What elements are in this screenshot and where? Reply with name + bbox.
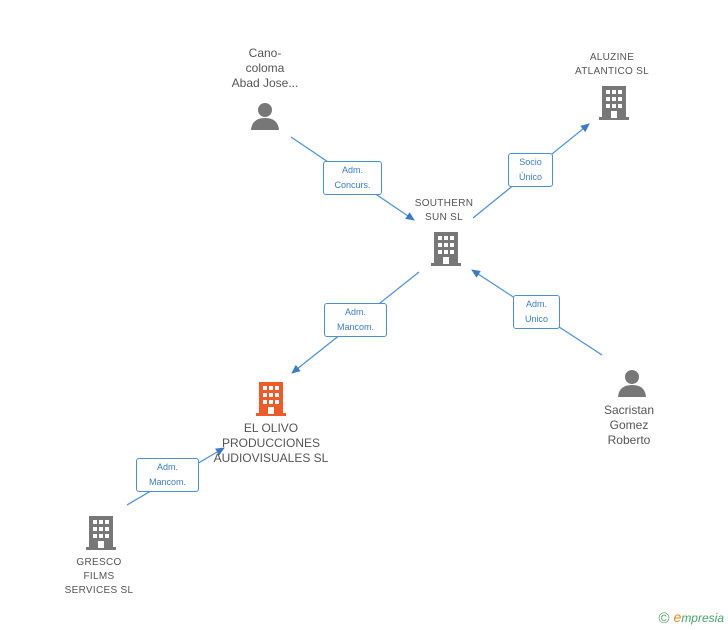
edge-label-line: Único xyxy=(518,172,542,182)
edge-label-line: Mancom. xyxy=(148,477,186,487)
node-label-sacristan[interactable]: Sacristan Gomez Roberto xyxy=(584,403,674,448)
building-icon-elolivo[interactable] xyxy=(255,382,287,416)
edge-label-line: Socio xyxy=(519,157,542,167)
edge-label-line: Adm. xyxy=(344,307,366,317)
node-label-line: ALUZINE xyxy=(589,52,635,63)
building-icon-gresco[interactable] xyxy=(85,516,117,550)
node-label-line: Gomez xyxy=(609,418,649,432)
node-label-cano[interactable]: Cano- coloma Abad Jose... xyxy=(215,46,315,91)
edge-label-gresco-elolivo[interactable]: Adm. Mancom. xyxy=(136,458,199,492)
node-label-line: EL OLIVO xyxy=(243,421,299,435)
building-icon-southern[interactable] xyxy=(430,232,462,266)
edge-label-southern-elolivo[interactable]: Adm. Mancom. xyxy=(324,303,387,337)
node-label-line: Abad Jose... xyxy=(231,76,299,90)
node-label-line: Sacristan xyxy=(603,403,655,417)
edge-label-line: Adm. xyxy=(341,165,363,175)
footer-brand: ©empresia xyxy=(658,609,724,627)
node-label-line: GRESCO xyxy=(76,557,122,568)
edge-label-line: Adm. xyxy=(525,299,547,309)
node-label-line: FILMS xyxy=(83,571,115,582)
node-label-aluzine[interactable]: ALUZINE ATLANTICO SL xyxy=(557,51,667,79)
node-label-line: PRODUCCIONES xyxy=(221,436,320,450)
edge-label-sacristan-southern[interactable]: Adm. Unico xyxy=(513,295,560,329)
edge-label-cano-southern[interactable]: Adm. Concurs. xyxy=(323,161,382,195)
edge-label-line: Adm. xyxy=(156,462,178,472)
node-label-line: AUDIOVISUALES SL xyxy=(213,451,329,465)
node-label-line: SUN SL xyxy=(425,212,463,223)
building-icon-aluzine[interactable] xyxy=(598,86,630,120)
node-label-line: SOUTHERN xyxy=(414,198,474,209)
edge-label-line: Unico xyxy=(524,314,548,324)
person-icon-cano[interactable] xyxy=(250,101,280,131)
node-label-southern[interactable]: SOUTHERN SUN SL xyxy=(394,197,494,225)
person-icon-sacristan[interactable] xyxy=(617,368,647,398)
brand-name: mpresia xyxy=(681,611,724,625)
node-label-line: coloma xyxy=(245,61,285,75)
node-label-elolivo[interactable]: EL OLIVO PRODUCCIONES AUDIOVISUALES SL xyxy=(196,421,346,466)
node-label-line: ATLANTICO SL xyxy=(575,66,649,77)
node-label-gresco[interactable]: GRESCO FILMS SERVICES SL xyxy=(49,556,149,598)
node-label-line: SERVICES SL xyxy=(64,585,134,596)
node-label-line: Cano- xyxy=(248,46,282,60)
edge-label-southern-aluzine[interactable]: Socio Único xyxy=(508,153,553,187)
brand-logo-e: e xyxy=(673,609,682,625)
edge-label-line: Concurs. xyxy=(334,180,371,190)
node-label-line: Roberto xyxy=(607,433,651,447)
copyright-icon: © xyxy=(658,610,670,627)
edge-label-line: Mancom. xyxy=(336,322,374,332)
